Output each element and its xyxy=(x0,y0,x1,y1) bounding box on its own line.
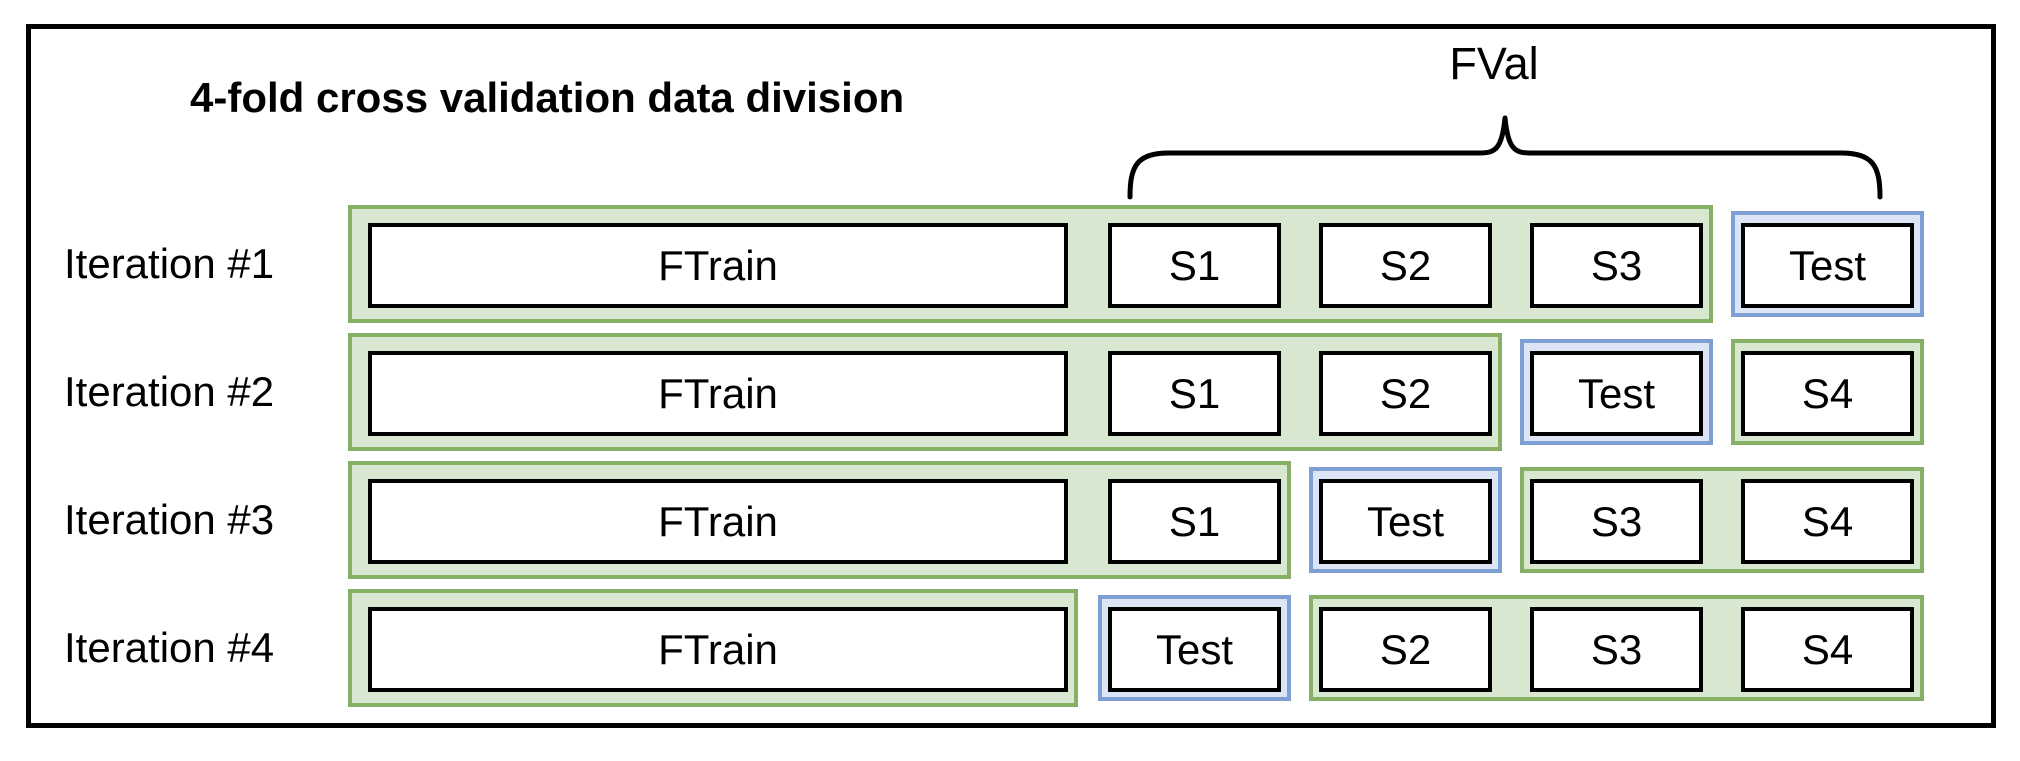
iteration-1-fold-3-box: S3 xyxy=(1530,223,1703,308)
iteration-4-fold-3-box: S3 xyxy=(1530,607,1703,692)
iteration-4-fold-2-box: S2 xyxy=(1319,607,1492,692)
iteration-2-ftrain-box: FTrain xyxy=(368,351,1068,436)
iteration-1-test-region: Test xyxy=(1731,211,1924,317)
iteration-4-test-region: Test xyxy=(1098,595,1291,701)
iteration-1-ftrain-box: FTrain xyxy=(368,223,1068,308)
iteration-4-ftrain-box: FTrain xyxy=(368,607,1068,692)
iteration-4-val-region: S2 S3 S4 xyxy=(1309,595,1924,701)
iteration-1-fold-2-box: S2 xyxy=(1319,223,1492,308)
iteration-3-test-box: Test xyxy=(1319,479,1492,564)
iteration-4-trainval-region: FTrain xyxy=(348,589,1078,707)
iteration-3-test-region: Test xyxy=(1309,467,1502,573)
iteration-2-test-region: Test xyxy=(1520,339,1713,445)
iteration-2-fold-1-box: S1 xyxy=(1108,351,1281,436)
iteration-3-label: Iteration #3 xyxy=(64,496,275,543)
iteration-4-test-box: Test xyxy=(1108,607,1281,692)
diagram-title: 4-fold cross validation data division xyxy=(190,74,905,121)
iteration-4-fold-4-box: S4 xyxy=(1741,607,1914,692)
iteration-3-fold-3-box: S3 xyxy=(1530,479,1703,564)
fval-label: FVal xyxy=(1449,38,1539,89)
iteration-3-ftrain-box: FTrain xyxy=(368,479,1068,564)
iteration-1-label: Iteration #1 xyxy=(64,240,275,287)
iteration-3-fold-1-box: S1 xyxy=(1108,479,1281,564)
iteration-3-val-region: S3 S4 xyxy=(1520,467,1924,573)
iteration-2-test-box: Test xyxy=(1530,351,1703,436)
iteration-1-fold-1-box: S1 xyxy=(1108,223,1281,308)
iteration-3-fold-4-box: S4 xyxy=(1741,479,1914,564)
iteration-4-label: Iteration #4 xyxy=(64,624,275,671)
iteration-2-val-region: S4 xyxy=(1731,339,1924,445)
iteration-2-fold-4-box: S4 xyxy=(1741,351,1914,436)
row-iteration-4: Iteration #4 FTrain Test S2 S3 S4 xyxy=(0,589,2020,709)
iteration-2-label: Iteration #2 xyxy=(64,368,275,415)
row-iteration-3: Iteration #3 FTrain S1 Test S3 S4 xyxy=(0,461,2020,581)
row-iteration-1: Iteration #1 FTrain S1 S2 S3 Test xyxy=(0,205,2020,325)
iteration-2-fold-2-box: S2 xyxy=(1319,351,1492,436)
iteration-2-trainval-region: FTrain S1 S2 xyxy=(348,333,1502,451)
iteration-1-trainval-region: FTrain S1 S2 S3 xyxy=(348,205,1713,323)
iteration-3-trainval-region: FTrain S1 xyxy=(348,461,1291,579)
row-iteration-2: Iteration #2 FTrain S1 S2 Test S4 xyxy=(0,333,2020,453)
iteration-1-test-box: Test xyxy=(1741,223,1914,308)
